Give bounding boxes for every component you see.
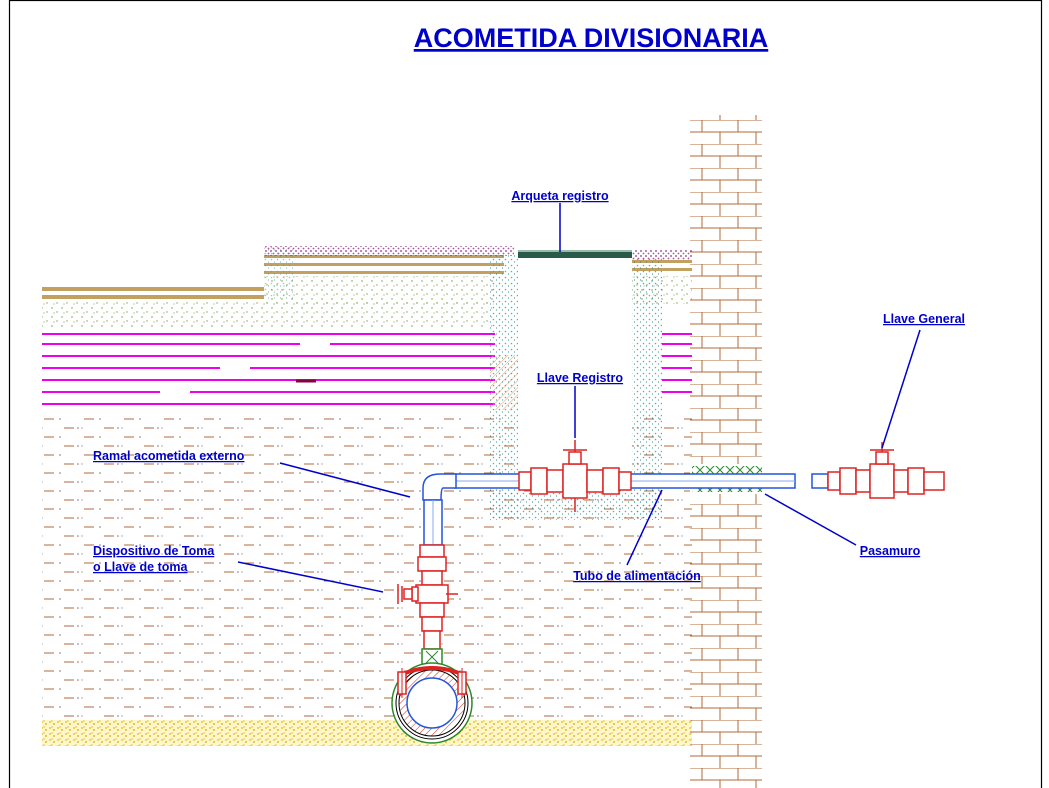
label-llave-registro: Llave Registro bbox=[537, 371, 624, 385]
label-tubo-alimentacion: Tubo de alimentación bbox=[573, 569, 701, 583]
llave-general-valve bbox=[827, 442, 945, 499]
label-llave-toma: o Llave de toma bbox=[93, 560, 189, 574]
label-llave-general: Llave General bbox=[883, 312, 965, 326]
main-water-pipe bbox=[391, 648, 473, 744]
label-ramal-acometida: Ramal acometida externo bbox=[93, 449, 245, 463]
drawing-frame bbox=[8, 0, 1043, 788]
llave-de-toma-valve bbox=[397, 544, 458, 650]
label-pasamuro: Pasamuro bbox=[860, 544, 921, 558]
brick-wall bbox=[690, 115, 762, 788]
gravel-bed bbox=[42, 720, 692, 746]
llave-registro-valve bbox=[518, 440, 632, 512]
feed-pipe bbox=[454, 473, 829, 489]
diagram-title: ACOMETIDA DIVISIONARIA bbox=[414, 23, 769, 53]
riser-pipe bbox=[422, 473, 457, 546]
label-arqueta-registro: Arqueta registro bbox=[511, 189, 609, 203]
leader-lines bbox=[237, 203, 921, 593]
label-dispositivo-toma: Dispositivo de Toma bbox=[93, 544, 215, 558]
